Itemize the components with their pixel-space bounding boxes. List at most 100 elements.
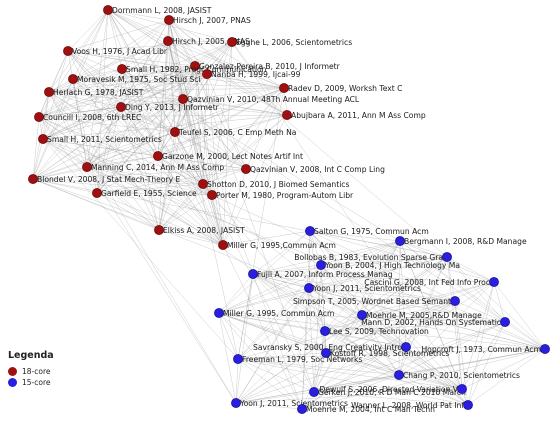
node-marker	[214, 308, 224, 318]
citation-edge	[72, 78, 285, 89]
citation-edge	[313, 352, 327, 393]
node-red: Ding Y, 2013, J Informetr	[116, 102, 220, 112]
node-marker	[34, 112, 44, 122]
citation-edge	[72, 73, 208, 80]
node-marker	[442, 252, 452, 262]
citation-edge	[157, 87, 285, 157]
citation-edge	[121, 68, 506, 323]
citation-edge	[301, 348, 546, 410]
citation-edge	[48, 91, 160, 231]
node-marker	[320, 326, 330, 336]
citation-edge	[218, 312, 303, 410]
citation-edge	[38, 73, 208, 118]
node-label: Hopcroft J, 1973, Commun Acm	[421, 345, 541, 354]
citation-edge	[67, 50, 204, 185]
citation-edge	[301, 256, 448, 410]
citation-edge	[167, 40, 176, 133]
node-label: Porter M, 1980, Program-Autom Libr	[216, 191, 354, 200]
node-marker	[170, 127, 180, 137]
citation-edge	[218, 240, 401, 314]
citation-edge	[235, 358, 239, 404]
citation-edge	[48, 40, 169, 93]
citation-edge	[237, 358, 315, 393]
node-blue: Cascini G, 2008, Int Fed Info Proc	[364, 277, 499, 287]
citation-edge	[222, 41, 233, 246]
citation-edge	[308, 287, 546, 350]
citation-edge	[235, 391, 315, 404]
citation-edge	[313, 391, 469, 406]
citation-edge	[237, 287, 310, 360]
citation-edge	[86, 114, 288, 168]
node-label: Yoon J, 2011, Scientometrics	[239, 399, 348, 408]
node-marker	[233, 354, 243, 364]
node-marker	[38, 134, 48, 144]
citation-edge	[211, 87, 285, 196]
citation-edge	[32, 166, 88, 180]
node-label: Councill I, 2008, 6th LREC	[43, 113, 141, 122]
citation-edge	[157, 131, 176, 157]
node-red: Dornmann L, 2008, JASIST	[103, 5, 212, 15]
node-blue: Simpson T, 2005, Wordnet Based Semant	[293, 296, 460, 306]
node-marker	[63, 46, 73, 56]
node-label: Dewulf S, 2006, Directed Variation V	[320, 385, 459, 394]
node-marker	[279, 83, 289, 93]
citation-edge	[168, 19, 448, 258]
node-marker	[321, 348, 331, 358]
citation-edge	[398, 321, 506, 376]
node-blue: Bergmann I, 2008, R&D Manage	[395, 236, 527, 246]
citation-edge	[86, 9, 109, 168]
citation-edge	[32, 9, 109, 180]
citation-edge	[252, 230, 311, 275]
citation-edge	[32, 178, 310, 289]
node-marker	[103, 5, 113, 15]
citation-edge	[120, 106, 160, 231]
node-label: Miller G, 1995, Commun Acm	[223, 309, 334, 318]
citation-edge	[237, 264, 322, 360]
node-red: Herlach G, 1978, JASIST	[44, 87, 144, 97]
citation-edge	[235, 287, 310, 404]
citation-edge	[446, 256, 463, 390]
citation-edge	[211, 194, 546, 350]
citation-edge	[42, 91, 50, 140]
citation-edge	[182, 65, 196, 100]
node-marker	[154, 225, 164, 235]
citation-edge	[67, 50, 196, 67]
node-marker	[395, 236, 405, 246]
node-red: Councill I, 2008, 6th LREC	[34, 112, 141, 122]
node-label: Moehrle M, 2004, Int C Man Techn	[306, 405, 435, 414]
citation-edge	[301, 230, 311, 410]
node-label: Kostoff R, 1998, Scientometrics	[330, 349, 449, 358]
citation-edge	[324, 281, 495, 332]
citation-edge	[454, 300, 506, 323]
citation-edge	[446, 256, 495, 283]
node-label: Hirsch J, 2005, PNAS	[172, 37, 250, 46]
citation-edge	[121, 40, 169, 70]
node-label: Abujbara A, 2011, Ann M Ass Comp	[291, 111, 426, 120]
citation-edge	[320, 256, 448, 266]
citation-edge	[301, 404, 469, 410]
citation-edge	[32, 178, 224, 246]
citation-edge	[167, 40, 239, 360]
citation-edge	[399, 240, 448, 258]
citation-edge	[325, 352, 400, 376]
citation-edge	[167, 40, 254, 275]
citation-edge	[218, 230, 311, 314]
citation-edge	[218, 312, 463, 390]
citation-edge	[107, 9, 170, 21]
citation-edge	[301, 352, 327, 410]
node-blue: Savransky S, 2000, Eng Creativity Intro	[253, 342, 411, 352]
citation-edge	[96, 192, 224, 246]
citation-edge	[252, 240, 401, 275]
citation-edge	[48, 91, 204, 185]
citation-edge	[399, 240, 506, 323]
node-blue: Mann D, 2002, Hands On Systematic	[361, 317, 510, 327]
citation-edge	[237, 358, 303, 410]
citation-edge	[96, 183, 204, 194]
citation-edge	[158, 131, 176, 231]
citation-edge	[157, 40, 169, 157]
node-blue: Moehrle M, 2005,R&D Manage	[357, 310, 482, 320]
node-blue: Chang P, 2010, Scientometrics	[394, 370, 520, 380]
citation-edge	[218, 312, 400, 376]
citation-edge	[222, 244, 303, 410]
